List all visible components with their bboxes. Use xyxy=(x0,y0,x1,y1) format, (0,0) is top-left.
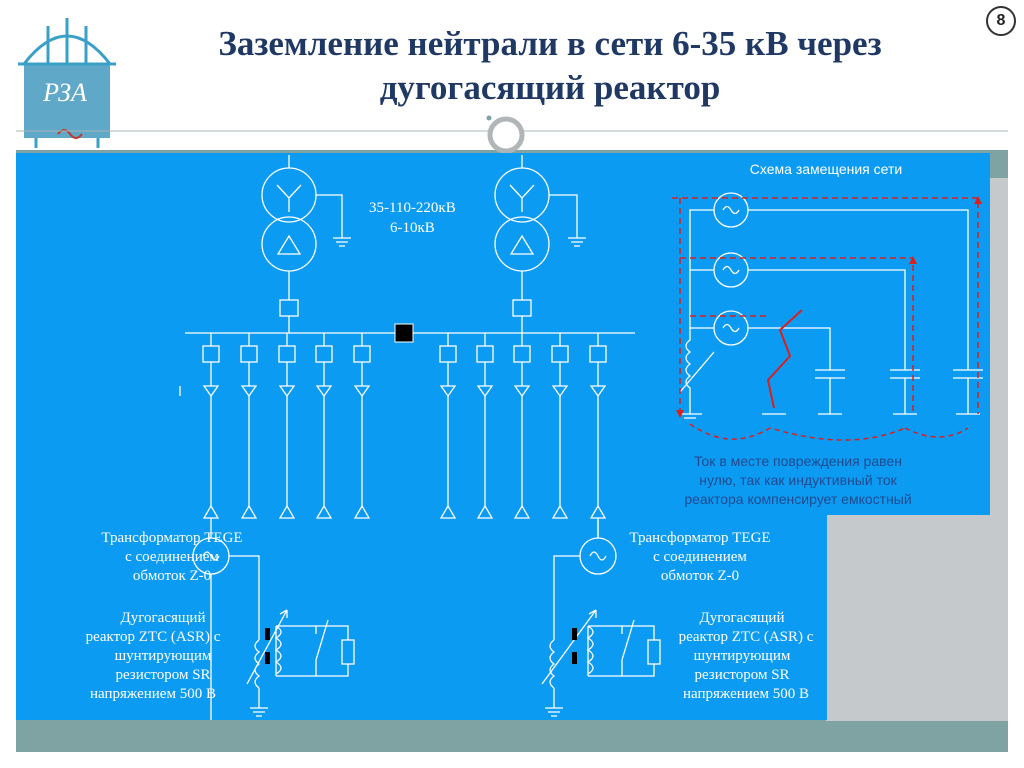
slide-number: 8 xyxy=(986,6,1016,36)
left-reactor-label-3: шунтирующим xyxy=(115,648,212,664)
feeder-cable-head xyxy=(315,504,333,519)
scheme-lines xyxy=(185,155,635,334)
fault-note-line-3: реактора компенсирует емкостный xyxy=(684,491,911,507)
left-reactor-label-1: Дугогасящий xyxy=(121,610,206,626)
feeder-cable-head xyxy=(513,504,531,519)
left-reactor-label-2: реактор ZTC (ASR) с xyxy=(86,629,221,645)
logo-text: РЗА xyxy=(43,78,87,107)
right-reactor-label-3: шунтирующим xyxy=(694,648,791,664)
slide-title: Заземление нейтрали в сети 6-35 кВ через… xyxy=(120,22,980,110)
left-tege-label-3: обмоток Z-0 xyxy=(133,568,211,584)
ring-dot xyxy=(486,115,492,121)
equivalent-circuit-panel xyxy=(656,153,990,515)
feeder-cable-head xyxy=(278,504,296,519)
feeder-cable-head xyxy=(551,504,569,519)
feeder-cable-head xyxy=(476,385,494,398)
right-reactor-label-5: напряжением 500 В xyxy=(683,686,809,702)
left-tege-label-1: Трансформатор TEGE xyxy=(101,530,242,546)
right-tege-label-3: обмоток Z-0 xyxy=(661,568,739,584)
left-tege-label-2: с соединением xyxy=(125,549,219,565)
feeder-cable-head xyxy=(513,385,531,398)
transformer-label-2: 6-10кВ xyxy=(390,220,435,236)
reactor-cores xyxy=(265,628,577,664)
feeder-cable-head xyxy=(551,385,569,398)
left-reactor-label-5: напряжением 500 В xyxy=(90,686,216,702)
right-tege-label-2: с соединением xyxy=(653,549,747,565)
title-line-2: дугогасящий реактор xyxy=(379,68,721,107)
grounding-equipment xyxy=(192,520,661,720)
feeder-cable-head xyxy=(278,385,296,398)
left-reactor-label-4: резистором SR xyxy=(115,667,210,683)
feeder-cable-head xyxy=(476,504,494,519)
feeder-cable-head xyxy=(315,385,333,398)
equivalent-circuit-title: Схема замещения сети xyxy=(750,161,902,177)
feeder-cable-head xyxy=(439,385,457,398)
feeder-cable-head xyxy=(589,385,607,398)
fault-note-line-1: Ток в месте повреждения равен xyxy=(694,453,902,469)
fault-note-line-2: нулю, так как индуктивный ток xyxy=(699,472,897,488)
feeder-cable-head xyxy=(353,504,371,519)
logo-icon xyxy=(18,18,116,148)
feeder-cable-head xyxy=(240,385,258,398)
sectional-breaker xyxy=(394,323,414,343)
current-arrow-heads xyxy=(676,196,982,418)
feeder-cable-head xyxy=(439,504,457,519)
transformer-label-1: 35-110-220кВ xyxy=(369,200,456,216)
ring-ornament xyxy=(487,116,525,154)
right-tege-label-1: Трансформатор TEGE xyxy=(629,530,770,546)
feeder-cable-head xyxy=(240,504,258,519)
title-line-1: Заземление нейтрали в сети 6-35 кВ через xyxy=(218,24,882,63)
right-reactor-label-2: реактор ZTC (ASR) с xyxy=(679,629,814,645)
feeder-cable-head xyxy=(353,385,371,398)
right-reactor-label-1: Дугогасящий xyxy=(700,610,785,626)
feeder-cable-head xyxy=(202,385,220,398)
right-reactor-label-4: резистором SR xyxy=(694,667,789,683)
equivalent-circuit-lines xyxy=(678,192,983,419)
